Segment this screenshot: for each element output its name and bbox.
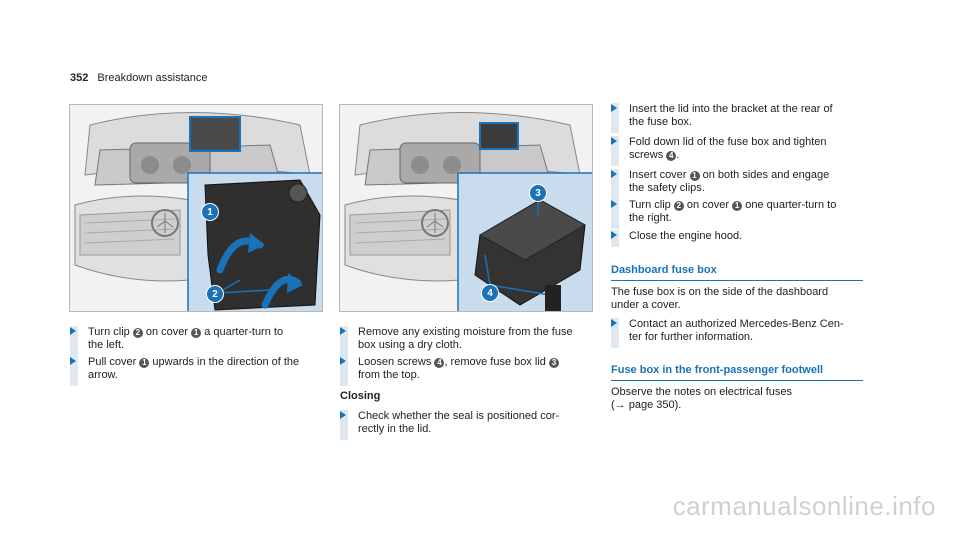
figure-callout-2: 2 <box>206 285 224 303</box>
step-remove-moisture: Remove any existing moisture from the fu… <box>340 326 594 356</box>
step-loosen-screws: Loosen screws 4, remove fuse box lid 3 f… <box>340 356 594 386</box>
step-close-hood: Close the engine hood. <box>611 230 871 247</box>
callout-1: 1 <box>191 328 202 338</box>
step-arrow-icon <box>340 357 346 365</box>
page-reference-link[interactable]: (→ page 350). <box>611 399 682 411</box>
step-turn-clip-left: Turn clip 2 on cover 1 a quarter-turn to… <box>70 326 324 356</box>
callout-2: 2 <box>673 201 684 211</box>
page-header: 352 Breakdown assistance <box>70 72 207 85</box>
callout-4: 4 <box>666 151 677 161</box>
section-title: Breakdown assistance <box>97 72 208 84</box>
step-insert-cover: Insert cover 1 on both sides and engage … <box>611 169 871 199</box>
callout-1: 1 <box>732 201 743 211</box>
step-turn-clip-right: Turn clip 2 on cover 1 one quarter-turn … <box>611 199 871 229</box>
step-arrow-icon <box>611 170 617 178</box>
step-arrow-icon <box>611 231 617 239</box>
dashboard-fuse-box-paragraph: The fuse box is on the side of the dashb… <box>611 286 829 311</box>
footwell-fuse-box-heading: Fuse box in the front-passenger footwell <box>611 364 863 381</box>
step-contact-center: Contact an authorized Mercedes-Benz Cen-… <box>611 318 871 348</box>
watermark: carmanualsonline.info <box>672 491 936 521</box>
figure-callout-3: 3 <box>529 184 547 202</box>
fuse-box-illustration <box>340 105 592 311</box>
step-arrow-icon <box>611 137 617 145</box>
callout-3: 3 <box>549 358 559 368</box>
step-arrow-icon <box>611 200 617 208</box>
dashboard-fuse-box-heading: Dashboard fuse box <box>611 264 863 281</box>
step-fold-down-lid: Fold down lid of the fuse box and tighte… <box>611 136 871 166</box>
step-check-seal: Check whether the seal is positioned cor… <box>340 410 594 440</box>
closing-heading: Closing <box>340 390 381 402</box>
step-arrow-icon <box>70 327 76 335</box>
callout-1: 1 <box>689 171 700 181</box>
figure-callout-4: 4 <box>481 284 499 302</box>
step-arrow-icon <box>611 319 617 327</box>
callout-1: 1 <box>139 358 150 368</box>
step-pull-cover: Pull cover 1 upwards in the direction of… <box>70 356 324 386</box>
callout-2: 2 <box>132 328 143 338</box>
step-arrow-icon <box>340 411 346 419</box>
step-insert-lid: Insert the lid into the bracket at the r… <box>611 103 871 133</box>
callout-4: 4 <box>434 358 445 368</box>
step-arrow-icon <box>340 327 346 335</box>
page-number: 352 <box>70 72 89 84</box>
engine-bay-figure-lid: 3 4 <box>339 104 593 312</box>
step-arrow-icon <box>70 357 76 365</box>
engine-bay-illustration <box>70 105 322 311</box>
footwell-fuse-box-paragraph: Observe the notes on electrical fuses (→… <box>611 386 861 412</box>
step-arrow-icon <box>611 104 617 112</box>
figure-callout-1: 1 <box>201 203 219 221</box>
engine-bay-figure-cover: 1 2 <box>69 104 323 312</box>
